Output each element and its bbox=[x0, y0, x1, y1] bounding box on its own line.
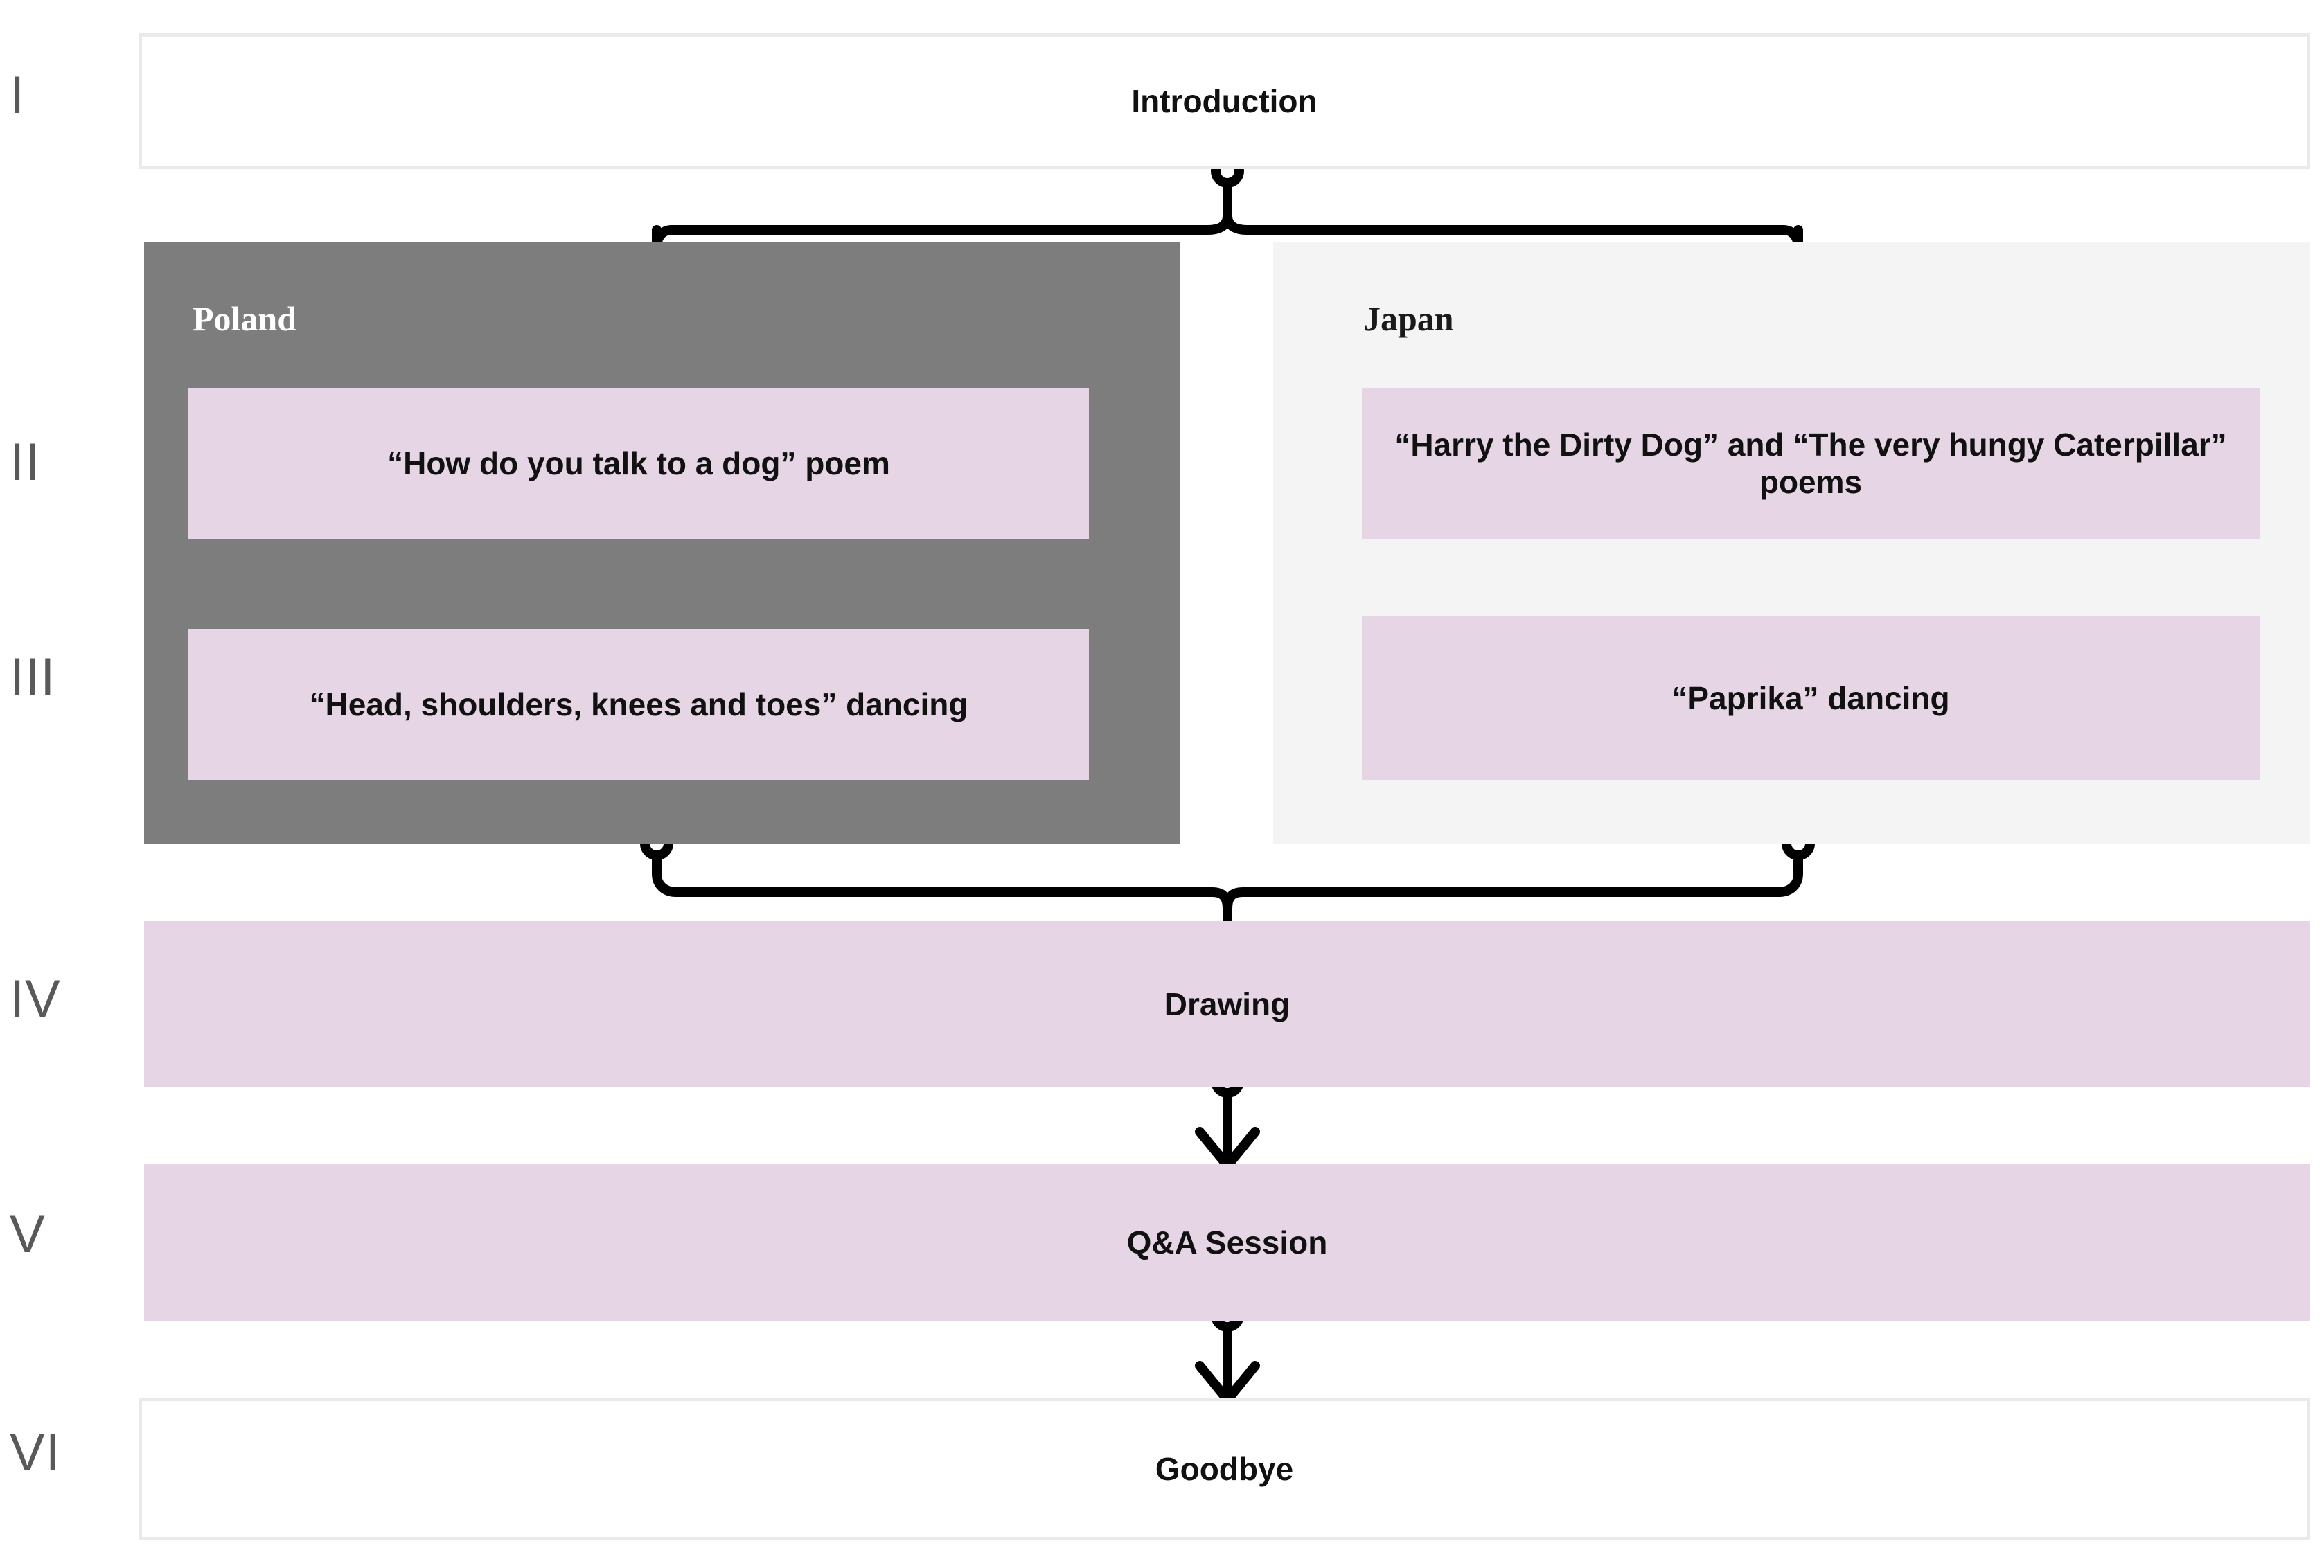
connector-qa-to-goodbye bbox=[1195, 1317, 1260, 1405]
numeral-v: V bbox=[10, 1205, 46, 1264]
activity-japan-dancing[interactable]: “Paprika” dancing bbox=[1362, 616, 2260, 780]
stage-drawing-label: Drawing bbox=[1164, 986, 1290, 1022]
connector-drawing-to-qa bbox=[1195, 1083, 1260, 1170]
activity-poland-dancing-label: “Head, shoulders, knees and toes” dancin… bbox=[309, 686, 968, 722]
stage-goodbye-label: Goodbye bbox=[1155, 1450, 1294, 1487]
numeral-vi: VI bbox=[10, 1423, 61, 1482]
branch-title-japan: Japan bbox=[1363, 299, 1454, 338]
stage-introduction-label: Introduction bbox=[1131, 82, 1318, 119]
activity-poland-poem-label: “How do you talk to a dog” poem bbox=[387, 445, 890, 481]
connector-intro-to-branches bbox=[652, 174, 1803, 253]
stage-goodbye[interactable]: Goodbye bbox=[139, 1398, 2310, 1540]
activity-poland-dancing[interactable]: “Head, shoulders, knees and toes” dancin… bbox=[188, 629, 1089, 780]
connector-branches-to-drawing bbox=[652, 846, 1803, 926]
numeral-iv: IV bbox=[10, 970, 61, 1028]
activity-japan-poems-label: “Harry the Dirty Dog” and “The very hung… bbox=[1394, 426, 2227, 500]
stage-qa-session[interactable]: Q&A Session bbox=[144, 1164, 2310, 1321]
activity-poland-poem[interactable]: “How do you talk to a dog” poem bbox=[188, 388, 1089, 539]
numeral-i: I bbox=[10, 66, 26, 125]
numeral-iii: III bbox=[10, 648, 56, 706]
activity-japan-poems[interactable]: “Harry the Dirty Dog” and “The very hung… bbox=[1362, 388, 2260, 539]
stage-introduction[interactable]: Introduction bbox=[139, 33, 2310, 169]
stage-qa-session-label: Q&A Session bbox=[1126, 1224, 1328, 1260]
branch-title-poland: Poland bbox=[193, 299, 297, 338]
stage-drawing[interactable]: Drawing bbox=[144, 921, 2310, 1087]
activity-japan-dancing-label: “Paprika” dancing bbox=[1671, 679, 1950, 716]
numeral-ii: II bbox=[10, 433, 41, 492]
